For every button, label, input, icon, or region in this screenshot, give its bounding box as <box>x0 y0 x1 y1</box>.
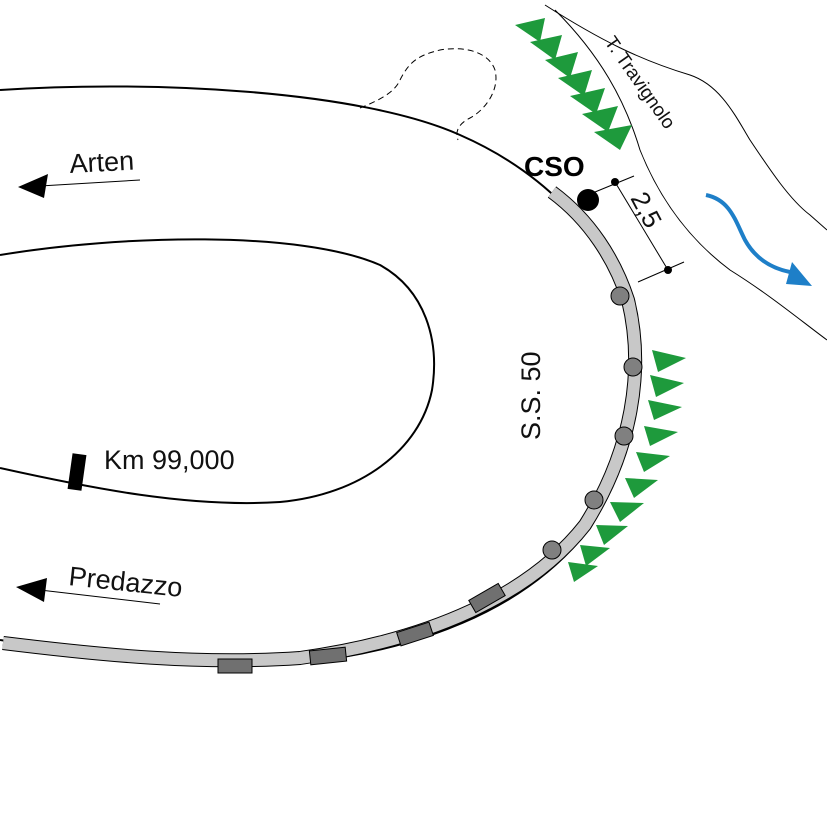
triangle-icon <box>644 426 678 446</box>
curved-arrow-icon <box>705 193 812 286</box>
barrier-posts <box>542 286 643 560</box>
arrow-left-icon <box>18 174 141 198</box>
label-road: S.S. 50 <box>516 351 546 440</box>
black-rectangle-icon <box>67 453 87 491</box>
barrier-dark-segments <box>217 582 506 674</box>
triangle-icon <box>610 502 644 522</box>
post <box>542 540 562 560</box>
filled-circle-icon <box>577 189 599 211</box>
river-bank-outer <box>544 4 827 231</box>
post <box>623 357 643 377</box>
road-inner-edge <box>0 238 436 505</box>
triangle-icon <box>648 400 682 420</box>
triangle-icon <box>594 125 632 150</box>
triangle-icon <box>515 18 545 42</box>
triangle-icon <box>570 88 605 114</box>
arrow-left-icon <box>16 578 161 605</box>
triangle-icon <box>652 350 686 372</box>
dimension-line <box>614 181 669 271</box>
post <box>584 490 604 510</box>
triangle-icon <box>625 478 658 498</box>
dashed-track <box>359 48 497 141</box>
label-km-marker: Km 99,000 <box>104 445 235 475</box>
label-predazzo: Predazzo <box>67 561 184 603</box>
dimension-tick <box>637 261 685 283</box>
barrier-segment <box>468 582 506 614</box>
triangle-icon <box>582 106 618 132</box>
triangle-icon <box>568 562 598 582</box>
label-arten: Arten <box>69 146 135 179</box>
river-bank-inner <box>554 9 827 341</box>
post <box>614 426 634 446</box>
post <box>610 286 630 306</box>
barrier-segment <box>217 658 253 674</box>
triangle-icon <box>636 452 670 472</box>
label-cso: CSO <box>524 151 585 182</box>
dimension-dot <box>611 178 619 186</box>
triangle-icon <box>545 52 578 78</box>
triangle-icon <box>580 545 610 566</box>
barrier-segment <box>396 621 434 647</box>
triangle-icon <box>650 375 684 397</box>
triangle-icon <box>530 35 562 60</box>
distance-dimension <box>594 175 685 283</box>
barrier-segment <box>308 646 348 666</box>
slope-triangles-upper <box>515 18 632 150</box>
triangle-icon <box>558 70 592 96</box>
slope-triangles-lower <box>568 350 686 582</box>
triangle-icon <box>596 525 628 545</box>
dimension-dot <box>664 266 672 274</box>
